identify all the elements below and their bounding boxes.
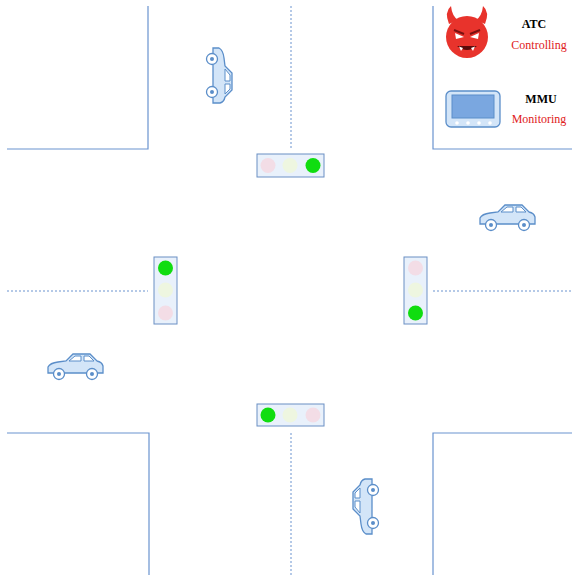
lane-dividers xyxy=(7,6,572,575)
component-role: Monitoring xyxy=(512,112,567,126)
cars xyxy=(48,48,535,534)
traffic-lights xyxy=(154,154,427,426)
monitor-icon xyxy=(446,91,500,127)
component-name: MMU xyxy=(525,92,556,106)
road-edges xyxy=(7,6,572,575)
component-role: Controlling xyxy=(511,38,566,52)
component-name: ATC xyxy=(522,17,546,31)
devil-icon xyxy=(446,6,488,58)
